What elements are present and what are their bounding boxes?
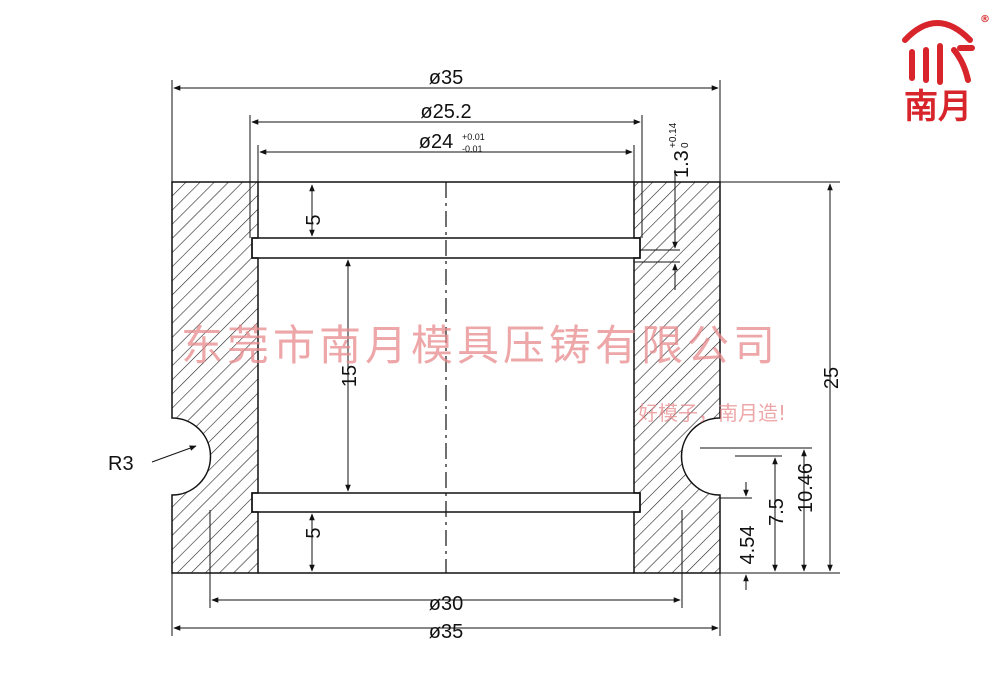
dim-bottom-step-diameter: ø30 [429,593,463,615]
right-wall-section [633,181,721,574]
dim-outer-diameter-bottom: ø35 [429,621,463,643]
left-wall-section [171,181,259,574]
dim-groove-width-top: 5 [303,214,325,225]
dimension-lines [151,80,840,636]
logo-registered-mark: ® [980,14,990,25]
dim-bore-tol-upper: +0.01 [462,132,485,142]
dim-groove-width-bottom: 5 [303,527,325,538]
dim-groove-spacing: 15 [339,365,361,387]
logo-name: 南月 [904,87,972,127]
watermark-slogan: 好模子，南月造! [638,401,786,425]
dim-groove-diameter: ø25.2 [420,101,471,123]
dim-notch-bottom-edge: 4.54 [737,526,759,565]
logo-emblem-icon [902,20,975,85]
dim-groove-depth-tol-lower: 0 [680,142,691,148]
company-logo: ® 南月 [902,14,990,127]
dim-bore-tol-lower: -0.01 [462,144,483,154]
dim-outer-diameter-top: ø35 [429,67,463,89]
dim-notch-center: 7.5 [766,498,788,526]
dim-fillet-radius: R3 [108,453,134,475]
watermark-company: 东莞市南月模具压铸有限公司 [181,321,779,370]
dim-bore-diameter: ø24 [419,131,453,153]
dim-groove-depth-tol-upper: +0.14 [668,122,679,148]
dim-notch-top-edge: 10.46 [795,463,817,513]
dim-total-height: 25 [821,367,843,389]
dim-groove-depth: 1.3 [671,150,693,178]
